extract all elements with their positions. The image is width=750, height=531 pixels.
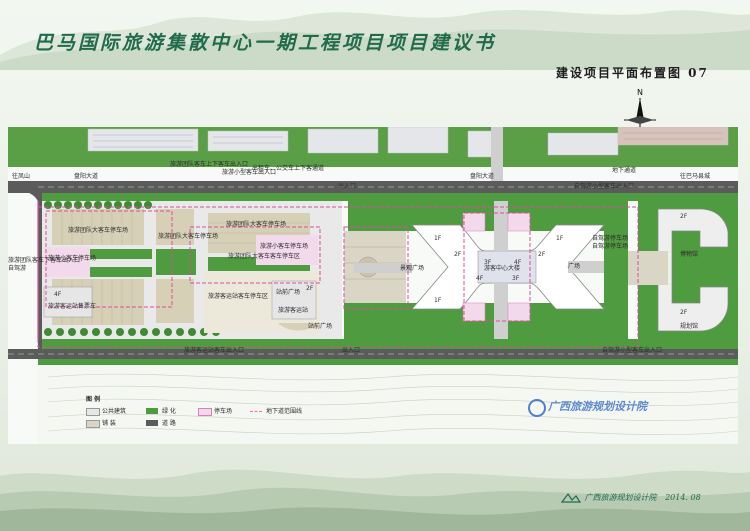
- zone-small-car-park-left: 旅游小客车停车场: [48, 255, 97, 262]
- label-left-side-2: 自驾游: [8, 265, 27, 272]
- legend-swatch: [86, 408, 100, 416]
- zone-tour-bus-park: 旅游团队大客车停车场: [68, 227, 129, 234]
- legend-swatch: [86, 420, 100, 428]
- north-label: N: [637, 88, 643, 97]
- legend-label: 停车场: [214, 408, 233, 415]
- floor-label: 1F: [434, 297, 442, 304]
- road-label-panyang-west: 盘阳大道: [74, 173, 99, 180]
- drawing-subtitle: 建设项目平面布置图 07: [556, 66, 709, 80]
- zone-station-plaza: 站前广场: [308, 323, 333, 330]
- page-title: 巴马国际旅游集散中心一期工程项目项目建议书: [34, 32, 497, 54]
- zone-left-hall: 旅游客运站售票车: [48, 303, 97, 310]
- legend-label: 公共建筑: [102, 408, 127, 415]
- floor-label: 4F: [476, 275, 484, 282]
- label-underground: 地下通道: [612, 167, 637, 174]
- institute-logo-icon: [560, 492, 582, 503]
- footer-date: 2014. 08: [665, 493, 701, 502]
- zone-self-drive-park: 自驾游停车场: [592, 235, 629, 242]
- zone-tour-bus-park-3: 旅游团队大客车停车场: [226, 221, 287, 228]
- label-entry-small: 旅游小型客车出入口: [222, 169, 277, 176]
- footer: 广西旅游规划设计院 2014. 08: [560, 492, 701, 504]
- zone-planning-hall: 规划馆: [680, 323, 699, 330]
- zone-small-car-park: 旅游小客车停车场: [260, 243, 309, 250]
- footer-org: 广西旅游规划设计院: [584, 493, 657, 502]
- station-floor-2f: 2F: [306, 285, 314, 292]
- zone-station-bus-area: 旅游客运站客车停车区: [208, 293, 269, 300]
- label-exit-mid-top: 出入口: [338, 183, 357, 190]
- legend-label: 地下道范围线: [266, 408, 303, 415]
- museum-floor-2f: 2F: [680, 213, 688, 220]
- legend-items: 公共建筑 绿 化 停车场 地下道范围线 铺 装 道 路: [86, 408, 326, 438]
- floor-label: 4F: [514, 259, 522, 266]
- road-label-to-bama: 往巴马县城: [680, 173, 711, 180]
- zone-museum: 博物馆: [680, 251, 699, 258]
- zone-front-plaza: 站前广场: [276, 289, 301, 296]
- watermark-text: 广西旅游规划设计院: [548, 400, 647, 413]
- watermark-logo-icon: [528, 399, 546, 417]
- planning-floor-2f: 2F: [680, 309, 688, 316]
- floor-label: 2F: [454, 251, 462, 258]
- zone-self-drive-park-2: 自驾游停车场: [592, 243, 629, 250]
- left-hall-floor-4f: 4F: [54, 291, 62, 298]
- legend-label: 绿 化: [162, 408, 176, 415]
- floor-label: 2F: [538, 251, 546, 258]
- floor-label: 1F: [434, 235, 442, 242]
- label-self-drive-top: 自驾游小型客车出入口: [574, 183, 635, 190]
- zone-bus-wait: 旅游团队大客车客车停车区: [228, 253, 301, 260]
- legend-swatch: [146, 408, 158, 414]
- legend-title: 图 例: [86, 396, 101, 403]
- site-plan-map: 往凤山 盘阳大道 盘阳大道 往巴马县城 旅游团队客车上下客车出入口 旅游小型客车…: [8, 127, 738, 444]
- label-entry-group: 旅游团队客车上下客车出入口: [170, 161, 249, 168]
- legend-swatch: [198, 408, 212, 416]
- legend-swatch: [250, 411, 262, 412]
- zone-visitor-center: 游客中心大楼: [484, 265, 521, 272]
- mountain-backdrop-top: [0, 10, 750, 70]
- floor-label: 3F: [512, 275, 520, 282]
- floor-label: 1F: [556, 235, 564, 242]
- road-label-panyang-east: 盘阳大道: [470, 173, 495, 180]
- label-exit-mid-bottom: 出入口: [342, 347, 361, 354]
- legend-swatch: [146, 420, 158, 426]
- label-left-side-1: 旅游团队客车下客车出入口: [8, 257, 81, 264]
- mountain-backdrop-bottom: [0, 469, 750, 531]
- site-plan-drawing: [8, 127, 738, 444]
- legend-label: 铺 装: [102, 420, 116, 427]
- label-bus-exit: 旅游客运站客车出入口: [184, 347, 245, 354]
- legend-label: 道 路: [162, 420, 176, 427]
- road-label-fengshan: 往凤山: [12, 173, 31, 180]
- legend: 图 例 公共建筑 绿 化 停车场 地下道范围线 铺 装 道 路: [86, 396, 326, 444]
- zone-landscape-plaza: 景观广场: [400, 265, 425, 272]
- zone-bus-station: 旅游客运站: [278, 307, 309, 314]
- floor-label: 3F: [484, 259, 492, 266]
- zone-tour-bus-park-2: 旅游团队大客车停车场: [158, 233, 219, 240]
- label-self-drive-bottom: 自驾游小型客车出入口: [602, 347, 663, 354]
- label-exit-taxi: 出租车、公交车上下客通道: [252, 165, 325, 172]
- zone-east-plaza: 广场: [568, 263, 581, 270]
- north-arrow-icon: N: [624, 88, 656, 134]
